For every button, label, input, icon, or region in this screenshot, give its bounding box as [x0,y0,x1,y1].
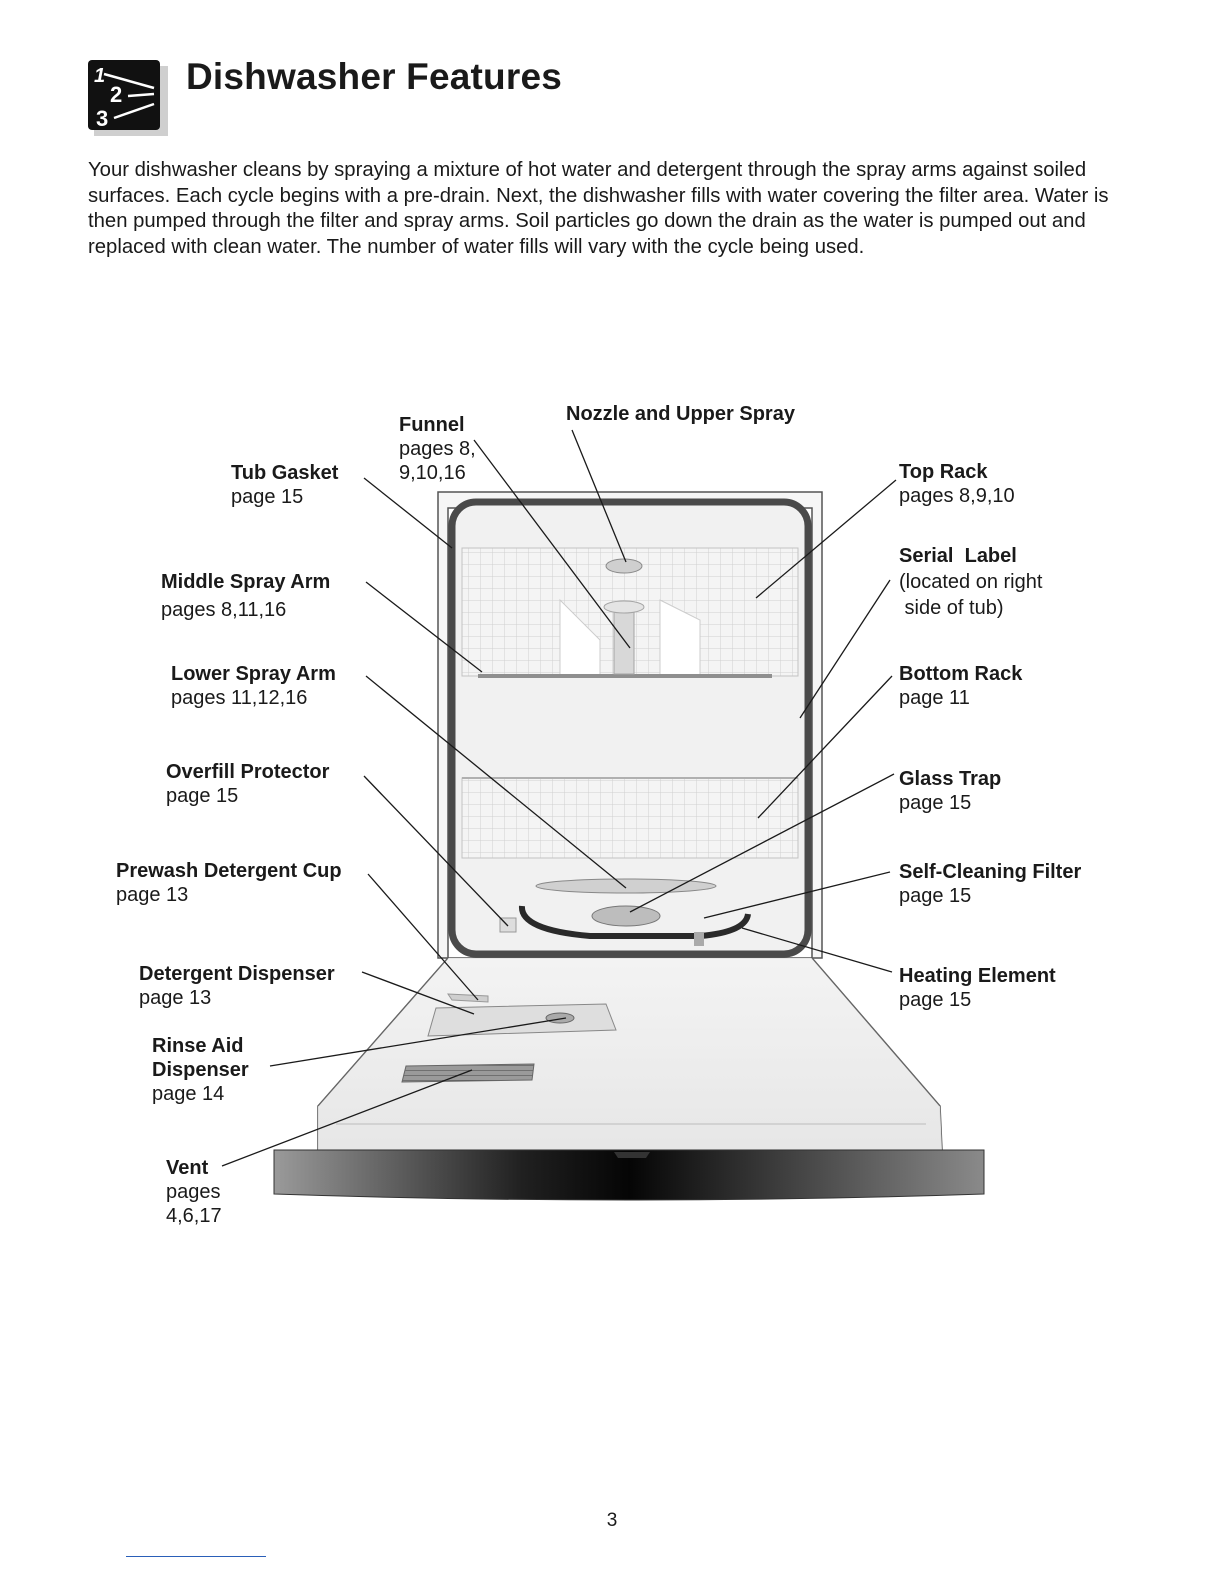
callout-funnel: Funnel pages 8, 9,10,16 [399,413,476,485]
callout-serial-label-pages: (located on right side of tub) [899,569,1042,621]
callout-middle-spray-arm: Middle Spray Arm pages 8,11,16 [161,568,330,624]
callout-serial-label: Serial Label (located on right side of t… [899,543,1042,621]
callout-middle-spray-arm-pages: pages 8,11,16 [161,596,330,624]
callout-rinse-aid-dispenser-pages: page 14 [152,1082,249,1106]
callout-self-cleaning-filter-name: Self-Cleaning Filter [899,860,1081,884]
callout-glass-trap-pages: page 15 [899,791,1001,815]
callout-overfill-protector-name: Overfill Protector [166,760,329,784]
callout-middle-spray-arm-name: Middle Spray Arm [161,568,330,596]
callout-top-rack: Top Rack pages 8,9,10 [899,460,1015,508]
callout-lower-spray-arm: Lower Spray Arm pages 11,12,16 [171,662,336,710]
callout-overfill-protector-pages: page 15 [166,784,329,808]
callout-glass-trap: Glass Trap page 15 [899,767,1001,815]
callout-self-cleaning-filter: Self-Cleaning Filter page 15 [899,860,1081,908]
callout-tub-gasket-name: Tub Gasket [231,461,338,485]
callout-glass-trap-name: Glass Trap [899,767,1001,791]
callout-tub-gasket-pages: page 15 [231,485,338,509]
callout-detergent-dispenser-pages: page 13 [139,986,335,1010]
callout-self-cleaning-filter-pages: page 15 [899,884,1081,908]
callout-vent-name: Vent [166,1156,222,1180]
callout-bottom-rack: Bottom Rack page 11 [899,662,1022,710]
callout-prewash-cup-name: Prewash Detergent Cup [116,859,342,883]
callout-bottom-rack-pages: page 11 [899,686,1022,710]
callout-bottom-rack-name: Bottom Rack [899,662,1022,686]
callout-lower-spray-arm-name: Lower Spray Arm [171,662,336,686]
callout-tub-gasket: Tub Gasket page 15 [231,461,338,509]
callout-vent: Vent pages 4,6,17 [166,1156,222,1228]
callout-heating-element-pages: page 15 [899,988,1056,1012]
callout-funnel-pages: pages 8, 9,10,16 [399,437,476,485]
callout-detergent-dispenser-name: Detergent Dispenser [139,962,335,986]
callout-prewash-cup: Prewash Detergent Cup page 13 [116,859,342,907]
callout-top-rack-name: Top Rack [899,460,1015,484]
callout-rinse-aid-dispenser-name: Rinse Aid Dispenser [152,1034,249,1082]
page-number: 3 [0,1510,1224,1532]
callout-nozzle-name: Nozzle and Upper Spray [566,402,795,426]
callout-detergent-dispenser: Detergent Dispenser page 13 [139,962,335,1010]
callout-nozzle: Nozzle and Upper Spray [566,402,795,426]
callout-top-rack-pages: pages 8,9,10 [899,484,1015,508]
callout-prewash-cup-pages: page 13 [116,883,342,907]
callout-lower-spray-arm-pages: pages 11,12,16 [171,686,336,710]
callout-heating-element-name: Heating Element [899,964,1056,988]
callout-funnel-name: Funnel [399,413,476,437]
callout-vent-pages: pages 4,6,17 [166,1180,222,1228]
callout-overfill-protector: Overfill Protector page 15 [166,760,329,808]
callout-serial-label-name: Serial Label [899,543,1042,569]
callout-rinse-aid-dispenser: Rinse Aid Dispenser page 14 [152,1034,249,1106]
footer-rule [126,1556,266,1557]
callout-heating-element: Heating Element page 15 [899,964,1056,1012]
